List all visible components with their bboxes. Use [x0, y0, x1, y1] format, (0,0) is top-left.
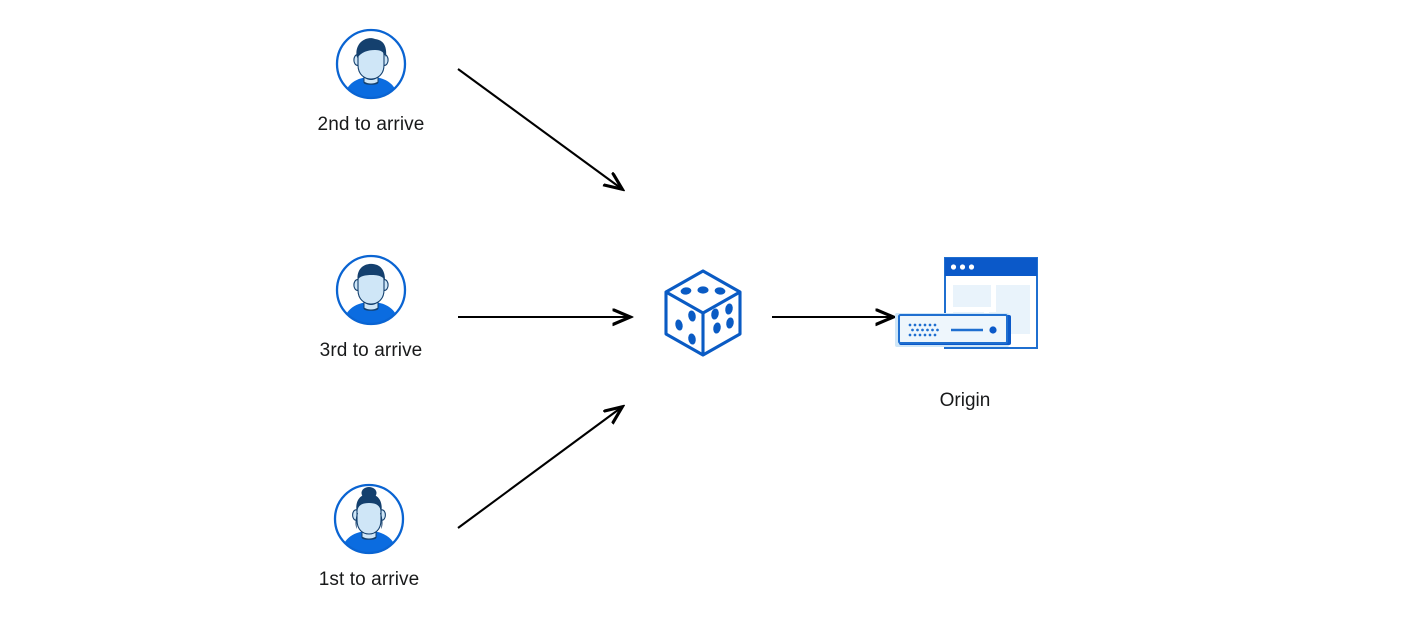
arrow-1st-to-dice	[457, 407, 622, 529]
user-avatar-female-icon	[332, 482, 406, 556]
node-label-user-3rd: 3rd to arrive	[319, 340, 423, 361]
server-device-icon	[895, 313, 1011, 347]
user-avatar-male-icon	[334, 253, 408, 327]
node-user-1st[interactable]: 1st to arrive	[294, 482, 444, 592]
arrow-2nd-to-dice	[457, 68, 622, 189]
node-user-3rd[interactable]: 3rd to arrive	[296, 253, 446, 363]
node-label-user-2nd: 2nd to arrive	[317, 114, 425, 135]
node-randomizer[interactable]	[661, 268, 745, 363]
node-label-origin: Origin	[939, 390, 991, 411]
node-label-user-1st: 1st to arrive	[318, 569, 420, 590]
dice-icon	[661, 269, 745, 362]
node-user-2nd[interactable]: 2nd to arrive	[296, 27, 446, 137]
node-origin[interactable]: Origin	[875, 253, 1055, 413]
origin-server-browser-icon	[891, 253, 1039, 361]
user-avatar-male-icon	[334, 27, 408, 101]
